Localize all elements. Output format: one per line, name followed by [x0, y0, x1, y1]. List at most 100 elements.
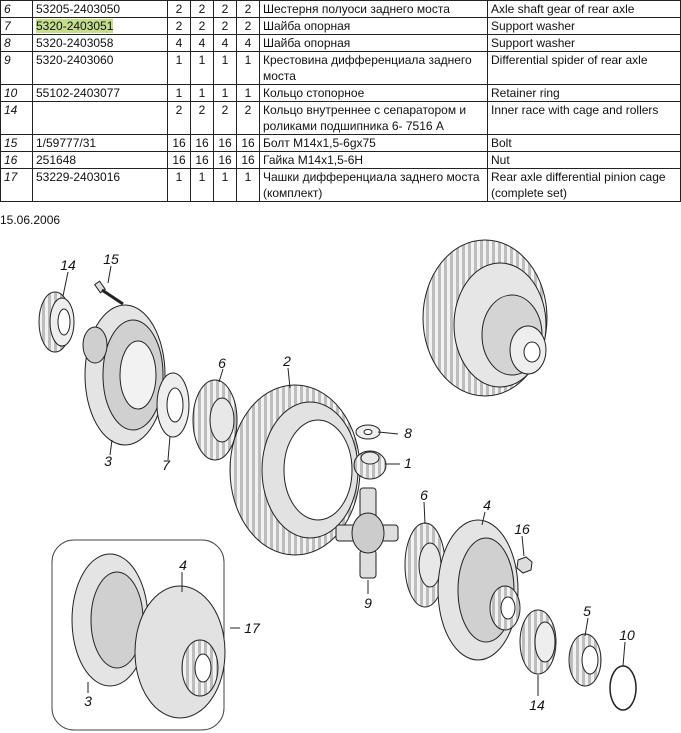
callout-label: 17: [244, 620, 261, 636]
row-name-ru: Болт М14х1,5-6gх75: [263, 136, 376, 150]
retainer-ring: [609, 665, 637, 711]
row-name-en: Rear axle differential pinion cage (comp…: [491, 170, 666, 200]
row-part-number: 251648: [36, 153, 77, 167]
pinion-gear: [353, 450, 387, 480]
row-qty-4: 2: [244, 103, 252, 117]
row-qty-3: 1: [221, 53, 229, 67]
row-name-en: Support washer: [491, 36, 576, 50]
callout-label: 7: [162, 457, 171, 473]
row-position: 7: [4, 19, 11, 33]
row-name-ru: Крестовина дифференциала заднего моста: [263, 53, 472, 83]
row-qty-2: 1: [198, 53, 206, 67]
row-qty-3: 4: [221, 36, 229, 50]
row-position: 10: [4, 86, 18, 100]
row-name-en: Inner race with cage and rollers: [491, 103, 659, 117]
row-position: 9: [4, 53, 11, 67]
row-part-number: 5320-2403051: [36, 19, 114, 33]
row-qty-1: 16: [172, 153, 186, 167]
row-qty-1: 16: [172, 136, 186, 150]
row-name-ru: Кольцо стопорное: [263, 86, 365, 100]
callout-label: 15: [103, 251, 119, 267]
cup-lower: [437, 519, 521, 661]
callout-label: 4: [179, 557, 187, 573]
ring-gear: [229, 384, 361, 556]
row-name-ru: Шестерня полуоси заднего моста: [263, 2, 450, 16]
bearing-lower: [519, 609, 557, 675]
row-name-en: Retainer ring: [491, 86, 560, 100]
row-name-ru: Кольцо внутреннее с сепаратором и ролика…: [263, 103, 467, 133]
row-qty-4: 1: [244, 86, 252, 100]
callout-label: 10: [619, 627, 635, 643]
date-label: 15.06.2006: [0, 213, 61, 227]
row-position: 17: [4, 170, 18, 184]
row-qty-3: 16: [218, 136, 232, 150]
row-qty-1: 2: [175, 2, 183, 16]
row-qty-4: 1: [244, 53, 252, 67]
row-qty-2: 16: [195, 153, 209, 167]
row-name-ru: Гайка М14х1,5-6Н: [263, 153, 364, 167]
callout-label: 1: [404, 455, 412, 471]
row-part-number: 55102-2403077: [36, 86, 121, 100]
row-name-en: Differential spider of rear axle: [491, 53, 648, 67]
row-name-ru: Шайба опорная: [263, 36, 351, 50]
nut: [516, 556, 533, 574]
row-position: 8: [4, 36, 11, 50]
row-name-en: Nut: [491, 153, 510, 167]
bolt: [93, 280, 124, 306]
callout-label: 6: [420, 487, 428, 503]
row-qty-2: 16: [195, 136, 209, 150]
row-position: 16: [4, 153, 18, 167]
row-qty-2: 1: [198, 86, 206, 100]
row-name-ru: Шайба опорная: [263, 19, 351, 33]
row-qty-2: 1: [198, 170, 206, 184]
row-qty-1: 2: [175, 103, 183, 117]
callout-label: 2: [282, 353, 291, 369]
row-name-ru: Чашки дифференциала заднего моста (компл…: [263, 170, 480, 200]
callout-label: 14: [60, 257, 76, 273]
callout-label: 8: [404, 425, 412, 441]
row-qty-1: 1: [175, 53, 183, 67]
row-name-en: Support washer: [491, 19, 576, 33]
row-position: 14: [4, 103, 18, 117]
assembled-differential: [422, 239, 548, 397]
row-qty-2: 2: [198, 2, 206, 16]
bearing-top: [38, 291, 75, 353]
side-gear-lower: [404, 522, 446, 608]
row-qty-3: 1: [221, 86, 229, 100]
callout-label: 5: [583, 603, 591, 619]
callout-label: 6: [218, 355, 226, 371]
row-qty-1: 2: [175, 19, 183, 33]
row-qty-4: 4: [244, 36, 252, 50]
row-position: 6: [4, 2, 11, 16]
row-qty-1: 4: [175, 36, 183, 50]
row-qty-4: 16: [241, 153, 255, 167]
row-qty-1: 1: [175, 86, 183, 100]
row-qty-2: 4: [198, 36, 206, 50]
bearing-race: [568, 633, 602, 687]
washer-support: [156, 372, 190, 438]
callout-label: 3: [84, 693, 92, 709]
callout-label: 3: [104, 453, 112, 469]
row-part-number: 5320-2403060: [36, 53, 114, 67]
row-position: 15: [4, 136, 18, 150]
inset-box: [51, 539, 226, 731]
row-name-en: Bolt: [491, 136, 512, 150]
row-qty-4: 1: [244, 170, 252, 184]
row-qty-2: 2: [198, 19, 206, 33]
callout-label: 14: [529, 697, 545, 713]
row-qty-4: 2: [244, 19, 252, 33]
side-gear-top: [192, 379, 238, 461]
washer-small: [355, 424, 381, 440]
leader-lines: [62, 265, 626, 696]
row-part-number: 1/59777/31: [36, 136, 97, 150]
row-qty-4: 2: [244, 2, 252, 16]
callout-label: 9: [364, 595, 372, 611]
